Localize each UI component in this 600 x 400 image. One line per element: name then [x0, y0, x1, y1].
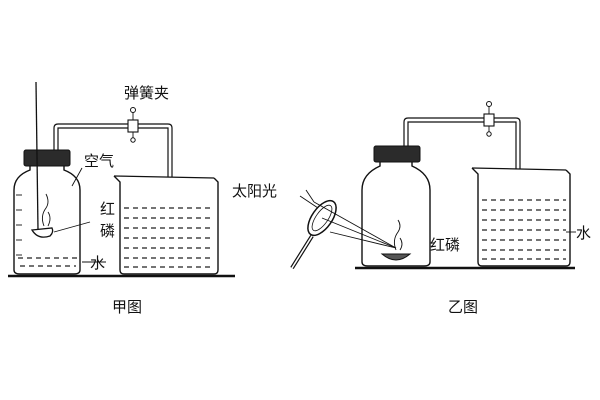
figure-a-tube-outer	[53, 123, 173, 262]
figure-b-light-rays	[305, 189, 397, 249]
figure-a-beaker-water	[124, 207, 214, 268]
label-phosphorus-a-2: 磷	[100, 222, 115, 240]
figure-a-jar-water	[18, 257, 78, 267]
figure-a: 弹簧夹 空气 红 磷 水 甲图	[8, 81, 235, 316]
label-water-b: 水	[576, 224, 591, 242]
figure-a-smoke	[41, 193, 49, 227]
figure-a-air-leader	[71, 167, 83, 187]
figure-b: 太阳光 红磷 水 乙图	[232, 101, 591, 316]
figure-b-spring-clamp	[483, 101, 495, 137]
figure-a-stopper	[23, 149, 71, 167]
figure-b-beaker-water	[482, 199, 566, 260]
figure-a-jar	[13, 161, 81, 275]
figure-b-jar	[361, 157, 431, 267]
label-clamp: 弹簧夹	[124, 84, 169, 102]
label-sunlight: 太阳光	[232, 182, 277, 200]
figure-b-tube-outer	[403, 117, 521, 252]
figure-a-phosphorus-leader	[53, 221, 91, 233]
label-phosphorus-a-1: 红	[100, 200, 115, 218]
figure-b-dish	[380, 253, 412, 261]
figure-b-stopper	[373, 145, 421, 163]
caption-figure-b: 乙图	[448, 298, 478, 316]
figure-a-beaker	[113, 175, 219, 275]
figure-b-flame	[399, 237, 403, 251]
figure-a-flame	[47, 211, 51, 227]
label-air: 空气	[84, 152, 114, 170]
label-phosphorus-b: 红磷	[430, 236, 460, 254]
figure-b-sunlight-leader	[299, 195, 319, 209]
figure-a-spring-clamp	[127, 107, 139, 143]
figure-a-spoon	[30, 227, 54, 238]
figure-a-spoon-rod	[35, 81, 39, 231]
figure-b-beaker	[471, 167, 571, 267]
label-water-a: 水	[90, 254, 105, 272]
figure-b-smoke	[393, 219, 401, 251]
caption-figure-a: 甲图	[112, 298, 142, 316]
figure-b-beaker-rim	[471, 167, 567, 171]
figure-a-beaker-rim	[113, 175, 215, 179]
figure-a-jar-scale	[16, 194, 22, 256]
